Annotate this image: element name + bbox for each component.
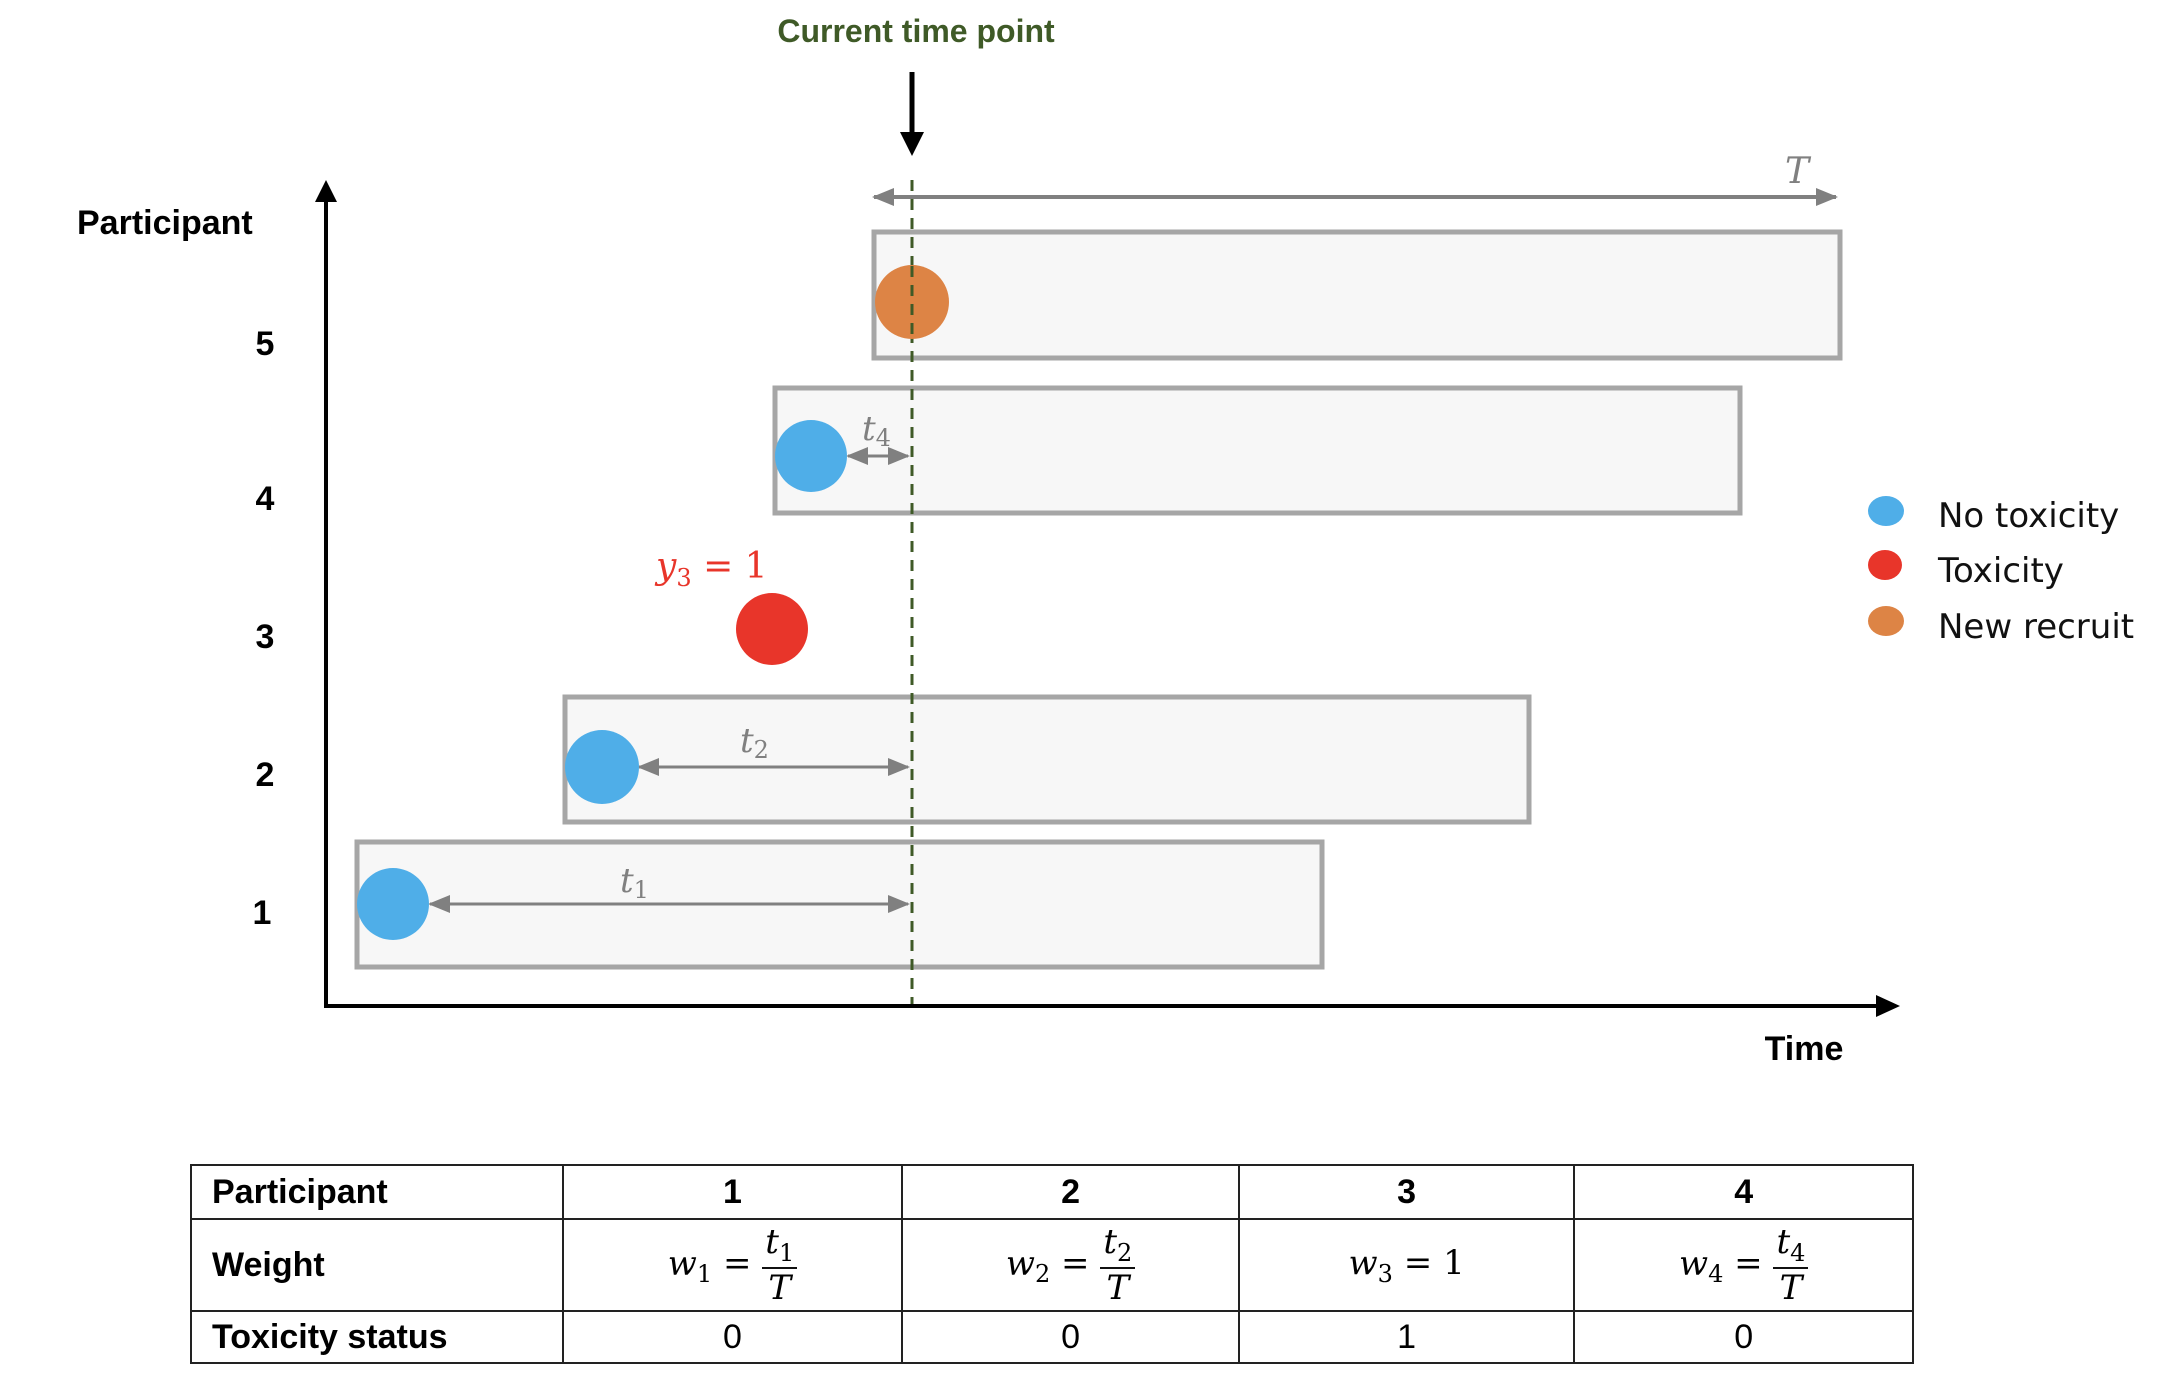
row-header-participant: Participant — [190, 1164, 564, 1220]
interval-label-t1: t1 — [620, 861, 649, 904]
y-axis — [315, 180, 337, 1006]
follow-up-diagram: Current time point T Participant Time 5 … — [77, 13, 2134, 1068]
marker-participant-5-new-recruit — [875, 265, 949, 339]
weight-cell-3: w3 = 1 — [1237, 1218, 1576, 1312]
followup-box-2 — [562, 694, 1532, 825]
followup-box-4 — [772, 385, 1743, 516]
legend-swatch-new-recruit — [1868, 606, 1904, 636]
table-row-participant: Participant 1 2 3 4 — [190, 1164, 1914, 1220]
col-header-4: 4 — [1573, 1164, 1914, 1220]
interval-label-t2: t2 — [740, 721, 769, 764]
x-axis — [324, 995, 1900, 1017]
legend: No toxicity Toxicity New recruit — [1868, 496, 2134, 647]
col-header-3: 3 — [1237, 1164, 1576, 1220]
current-time-title: Current time point — [777, 13, 1055, 49]
followup-box-5 — [871, 229, 1843, 361]
y3-annotation: y3 = 1 — [654, 546, 768, 592]
legend-swatch-toxicity — [1868, 550, 1902, 580]
marker-participant-3-toxicity — [736, 593, 808, 665]
marker-participant-1-no-toxicity — [357, 868, 429, 940]
current-time-arrow — [900, 72, 924, 156]
y-tick-5: 5 — [256, 325, 275, 363]
row-header-weight: Weight — [190, 1218, 564, 1312]
toxicity-cell-3: 1 — [1237, 1310, 1576, 1364]
legend-label-no-toxicity: No toxicity — [1938, 496, 2119, 536]
col-header-2: 2 — [901, 1164, 1240, 1220]
legend-swatch-no-toxicity — [1868, 496, 1904, 526]
y-tick-4: 4 — [256, 480, 275, 518]
legend-label-toxicity: Toxicity — [1937, 551, 2064, 591]
toxicity-cell-4: 0 — [1573, 1310, 1914, 1364]
y-tick-2: 2 — [256, 756, 275, 794]
interval-label-t4: t4 — [862, 409, 891, 452]
toxicity-cell-1: 0 — [561, 1310, 904, 1364]
row-header-toxicity: Toxicity status — [190, 1310, 564, 1364]
col-header-1: 1 — [561, 1164, 904, 1220]
y-axis-label: Participant — [77, 204, 253, 242]
marker-participant-4-no-toxicity — [775, 420, 847, 492]
toxicity-cell-2: 0 — [901, 1310, 1240, 1364]
y-tick-3: 3 — [256, 618, 275, 656]
table-row-toxicity: Toxicity status 0 0 1 0 — [190, 1310, 1914, 1364]
x-axis-label: Time — [1765, 1030, 1844, 1068]
y-tick-1: 1 — [253, 894, 272, 932]
legend-label-new-recruit: New recruit — [1938, 607, 2134, 647]
marker-participant-2-no-toxicity — [565, 730, 639, 804]
window-T-label: T — [1785, 151, 1812, 192]
